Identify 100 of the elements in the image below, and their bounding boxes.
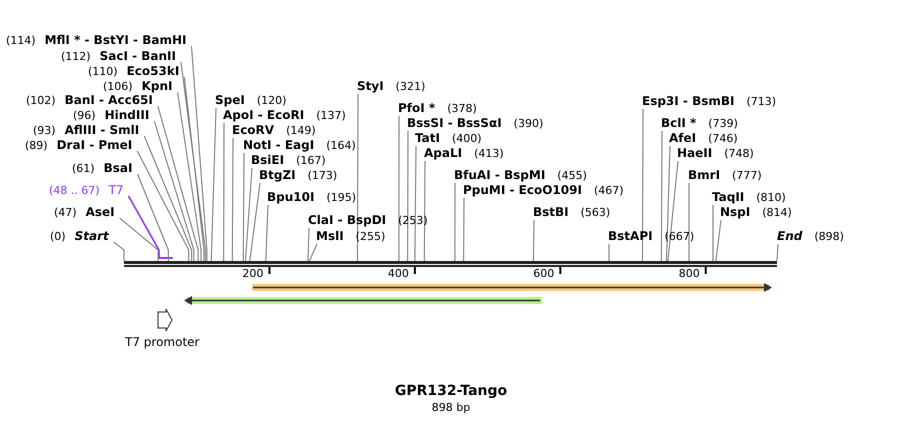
leader-line bbox=[119, 218, 159, 262]
leader-line bbox=[715, 220, 722, 262]
enzyme-label: Eco53kI bbox=[126, 64, 180, 79]
position-label: (48 .. 67) bbox=[49, 183, 100, 198]
leader-line bbox=[776, 244, 778, 262]
scale-number: 600 bbox=[533, 267, 554, 280]
leader-line bbox=[712, 204, 714, 262]
sequence-backbone bbox=[124, 261, 777, 267]
leader-line bbox=[660, 130, 662, 262]
enzyme-label: HaeII bbox=[677, 146, 712, 161]
leader-line bbox=[308, 244, 318, 262]
feature-bar bbox=[158, 252, 173, 259]
feature-label: T7 promoter bbox=[125, 335, 200, 349]
position-label: (137) bbox=[316, 108, 346, 123]
position-label: (814) bbox=[762, 205, 792, 220]
leader-line bbox=[608, 244, 610, 262]
scale-number: 200 bbox=[242, 267, 264, 280]
position-label: (149) bbox=[286, 123, 316, 138]
position-label: (413) bbox=[474, 146, 504, 161]
enzyme-label: TatI bbox=[415, 131, 440, 146]
leader-line bbox=[398, 116, 400, 262]
position-label: (106) bbox=[103, 79, 133, 94]
leader-line bbox=[128, 196, 160, 252]
enzyme-label: MflI * - BstYI - BamHI bbox=[44, 33, 186, 48]
position-label: (777) bbox=[732, 168, 762, 183]
enzyme-label: MslI bbox=[316, 229, 344, 244]
enzyme-label: ClaI - BspDI bbox=[308, 213, 386, 228]
leader-line bbox=[424, 160, 426, 262]
position-label: (89) bbox=[25, 138, 48, 153]
position-label: (47) bbox=[54, 205, 77, 220]
enzyme-label: ApoI - EcoRI bbox=[223, 108, 304, 123]
enzyme-label: BtgZI bbox=[259, 168, 296, 183]
position-label: (112) bbox=[61, 49, 91, 64]
enzyme-label: HindIII bbox=[104, 108, 150, 123]
leader-line bbox=[157, 106, 199, 262]
leader-line bbox=[184, 76, 204, 262]
position-label: (378) bbox=[447, 101, 477, 116]
position-label: (667) bbox=[664, 229, 694, 244]
leader-line bbox=[144, 136, 192, 262]
leader-line bbox=[136, 150, 190, 262]
position-label: (255) bbox=[356, 229, 386, 244]
leader-line bbox=[190, 46, 208, 262]
enzyme-label: BfuAI - BspMI bbox=[454, 168, 546, 183]
leader-line bbox=[307, 228, 310, 262]
position-label: (810) bbox=[756, 190, 786, 205]
leader-line bbox=[414, 146, 416, 262]
position-label: (467) bbox=[594, 183, 624, 198]
position-label: (173) bbox=[308, 168, 338, 183]
position-label: (898) bbox=[814, 229, 844, 244]
leader-line bbox=[136, 174, 169, 262]
scale-number: 400 bbox=[388, 267, 409, 280]
enzyme-label: ApaLI bbox=[424, 146, 462, 161]
enzyme-label: AseI bbox=[86, 205, 115, 220]
enzyme-label: Bpu10I bbox=[267, 190, 314, 205]
enzyme-label: KpnI bbox=[142, 79, 172, 94]
enzyme-label: SpeI bbox=[215, 93, 245, 108]
position-label: (164) bbox=[326, 138, 356, 153]
leader-line bbox=[177, 92, 202, 262]
enzyme-label: BsaI bbox=[104, 161, 132, 176]
position-label: (0) bbox=[50, 229, 66, 244]
position-label: (390) bbox=[514, 116, 544, 131]
position-label: (746) bbox=[708, 131, 738, 146]
leader-line bbox=[667, 160, 678, 262]
leader-line bbox=[223, 122, 224, 262]
position-label: (93) bbox=[33, 123, 56, 138]
leader-line bbox=[454, 182, 456, 262]
enzyme-label: BsiEI bbox=[251, 153, 284, 168]
enzyme-label: BanI - Acc65I bbox=[64, 93, 153, 108]
leader-line bbox=[356, 94, 358, 262]
enzyme-label: End bbox=[777, 229, 802, 244]
enzyme-label: BmrI bbox=[688, 168, 720, 183]
leader-line bbox=[265, 204, 268, 262]
leader-line bbox=[642, 108, 644, 262]
position-label: (195) bbox=[326, 190, 356, 205]
enzyme-label: DraI - PmeI bbox=[56, 138, 132, 153]
position-label: (739) bbox=[708, 116, 738, 131]
enzyme-label: BstAPI bbox=[608, 229, 653, 244]
enzyme-label: BssSI - BssSαI bbox=[407, 116, 502, 131]
leader-line bbox=[210, 108, 216, 262]
diagram-title: GPR132-Tango bbox=[394, 383, 508, 399]
position-label: (61) bbox=[72, 161, 95, 176]
leader-line bbox=[688, 182, 690, 262]
position-label: (748) bbox=[724, 146, 754, 161]
enzyme-label: BclI * bbox=[661, 116, 696, 131]
leader-line bbox=[232, 138, 234, 262]
length-caption: 898 bp bbox=[430, 401, 472, 414]
leader-line bbox=[463, 198, 464, 262]
enzyme-label: StyI bbox=[357, 79, 384, 94]
leader-line bbox=[666, 146, 670, 262]
enzyme-label: SacI - BanII bbox=[100, 49, 176, 64]
leader-line bbox=[242, 152, 244, 262]
leader-line bbox=[249, 182, 260, 262]
position-label: (713) bbox=[746, 94, 776, 109]
enzyme-label: NotI - EagI bbox=[243, 138, 314, 153]
leader-line bbox=[154, 120, 194, 262]
enzyme-label: Esp3I - BsmBI bbox=[642, 94, 734, 109]
position-label: (321) bbox=[396, 79, 426, 94]
leader-line bbox=[407, 130, 408, 262]
leader-line bbox=[532, 220, 534, 262]
enzyme-label: EcoRV bbox=[232, 123, 274, 138]
